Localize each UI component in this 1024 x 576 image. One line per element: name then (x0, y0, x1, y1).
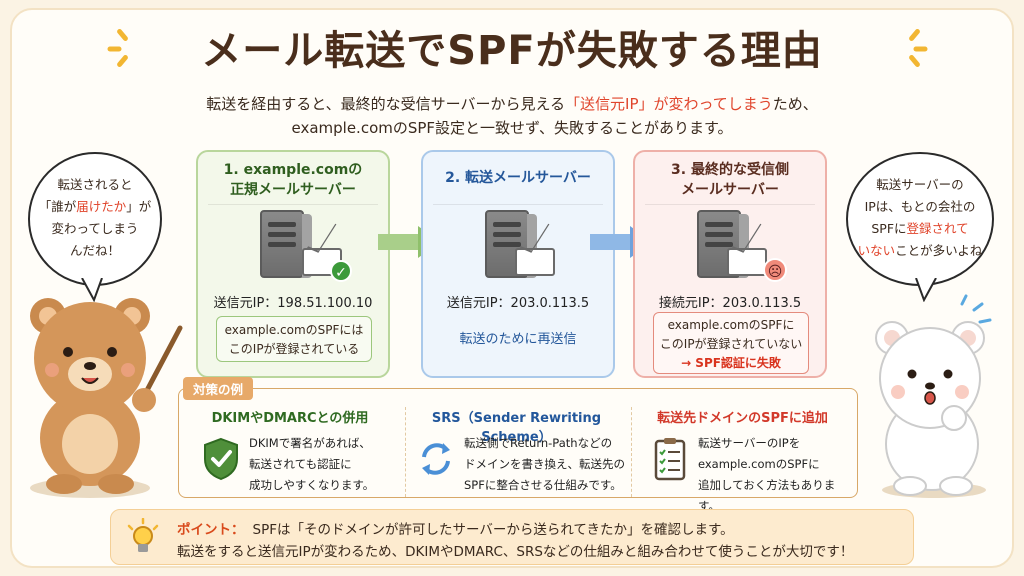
final-ip: 接続元IP：203.0.113.5 (658, 296, 802, 311)
origin-note-line1: example.comのSPFには (224, 323, 364, 337)
countermeasure-line: ドメインを書き換え、転送先の (464, 457, 625, 471)
intro-line1-before: 転送を経由すると、最終的な受信サーバーから見える (206, 95, 566, 113)
origin-card-title: 1. example.comの 正規メールサーバー (198, 160, 388, 200)
forwarder-server-card: 2. 転送メールサーバー 送信元IP：203.0.113.5 転送のために再送信 (421, 150, 615, 378)
origin-server-card: 1. example.comの 正規メールサーバー ✓ 送信元IP：198.51… (196, 150, 390, 378)
bubble-left-line4: んだね！ (69, 243, 120, 258)
countermeasure-line: 転送サーバーのIPを (698, 436, 801, 450)
countermeasure-line: example.comのSPFに (698, 457, 820, 471)
bubble-right-red: 登録されて (906, 221, 969, 236)
bubble-right-line1: 転送サーバーの (876, 177, 964, 192)
countermeasures-panel: 対策の例 DKIMやDMARCとの併用 DKIMで署名があれば、 転送されても認… (178, 377, 858, 513)
check-badge-icon: ✓ (330, 260, 352, 282)
origin-title-line2: 正規メールサーバー (230, 182, 356, 198)
page-title: メール転送でSPFが失敗する理由 (201, 28, 823, 74)
bubble-tail (915, 278, 937, 302)
bubble-left-text: 」が (126, 199, 152, 214)
bubble-right-line4: いないことが多いよね (848, 240, 992, 262)
final-note: example.comのSPFに このIPが登録されていない → SPF認証に失… (653, 312, 809, 374)
bubble-right-red: いない (857, 243, 896, 258)
sad-face-icon: ☹ (763, 258, 787, 282)
refresh-arrows-icon (422, 443, 450, 475)
bubble-left-text: 「誰が (38, 199, 77, 214)
origin-note: example.comのSPFには このIPが登録されている (216, 316, 372, 362)
divider (433, 204, 603, 205)
origin-note-line2: このIPが登録されている (228, 342, 360, 356)
countermeasure-dkim: DKIMやDMARCとの併用 DKIMで署名があれば、 転送されても認証に 成功… (179, 407, 401, 497)
intro-highlight: 「送信元IP」が変わってしまう (565, 95, 773, 113)
intro-text: 転送を経由すると、最終的な受信サーバーから見える「送信元IP」が変わってしまうた… (0, 92, 1024, 140)
white-bear-illustration (875, 294, 992, 498)
divider (208, 204, 378, 205)
bubble-right-line3: SPFに登録されて (848, 218, 992, 240)
origin-title-line1: 1. example.comの (223, 162, 363, 178)
lightbulb-icon (127, 518, 159, 552)
point-box: ポイント： SPFは「そのドメインが許可したサーバーから送られてきたか」を確認しま… (110, 509, 914, 565)
point-label: ポイント： (177, 522, 245, 538)
final-title-line2: メールサーバー (681, 182, 779, 198)
checklist-icon (654, 438, 686, 481)
countermeasure-body: 転送側でReturn-Pathなどの ドメインを書き換え、転送先の SPFに整合… (464, 433, 625, 496)
intro-line2: example.comのSPF設定と一致せず、失敗することがあります。 (291, 119, 733, 137)
countermeasure-title: DKIMやDMARCとの併用 (211, 411, 369, 426)
bubble-right-text: ことが多いよね (895, 243, 983, 258)
countermeasure-line: SPFに整合させる仕組みです。 (464, 478, 622, 492)
bubble-right-text: SPFに (871, 221, 907, 236)
final-title-line1: 3. 最終的な受信側 (671, 162, 789, 178)
intro-line1-after: ため、 (772, 95, 818, 113)
shield-check-icon (204, 437, 238, 481)
countermeasure-spf-add: 転送先ドメインのSPFに追加 転送サーバーのIPを example.comのSP… (631, 407, 853, 513)
countermeasure-line: 成功しやすくなります。 (249, 478, 375, 492)
countermeasures-tag: 対策の例 (183, 377, 254, 400)
point-line1: ポイント： SPFは「そのドメインが許可したサーバーから送られてきたか」を確認しま… (177, 518, 734, 538)
point-text1: SPFは「そのドメインが許可したサーバーから送られてきたか」を確認します。 (252, 522, 734, 538)
bubble-left-line1: 転送されると (57, 177, 133, 192)
bubble-left-red: 届けたか (76, 199, 127, 214)
countermeasure-line: 転送されても認証に (249, 457, 352, 471)
final-server-card: 3. 最終的な受信側 メールサーバー ☹ 接続元IP：203.0.113.5 e… (633, 150, 827, 378)
countermeasure-line: DKIMで署名があれば、 (249, 436, 371, 450)
final-note-line1: example.comのSPFに (667, 318, 795, 332)
forwarder-note: 転送のために再送信 (459, 332, 577, 347)
forwarder-card-title: 2. 転送メールサーバー (445, 170, 591, 186)
countermeasure-body: DKIMで署名があれば、 転送されても認証に 成功しやすくなります。 (249, 433, 374, 496)
countermeasure-srs: SRS（Sender Rewriting Scheme） 転送側でReturn-… (405, 407, 627, 497)
point-line2: 転送をすると送信元IPが変わるため、DKIMやDMARC、SRSなどの仕組みと組… (177, 544, 854, 560)
forwarder-ip: 送信元IP：203.0.113.5 (446, 296, 590, 311)
countermeasure-title: 転送先ドメインのSPFに追加 (657, 411, 828, 426)
speech-bubble-right: 転送サーバーの IPは、もとの会社の SPFに登録されて いないことが多いよね (846, 152, 994, 286)
countermeasure-title: SRS（Sender Rewriting Scheme） (431, 411, 602, 445)
bubble-tail (81, 278, 103, 302)
divider (645, 204, 815, 205)
origin-ip: 送信元IP：198.51.100.10 (213, 296, 373, 311)
countermeasure-body: 転送サーバーのIPを example.comのSPFに 追加しておく方法もありま… (698, 433, 853, 517)
envelope-icon (727, 248, 767, 276)
envelope-icon (515, 248, 555, 276)
speech-bubble-left: 転送されると 「誰が届けたか」が 変わってしまう んだね！ (28, 152, 162, 286)
bubble-right-line2: IPは、もとの会社の (864, 199, 976, 214)
final-note-line2: このIPが登録されていない (659, 337, 803, 351)
bubble-left-line2: 「誰が届けたか」が (30, 196, 160, 218)
bubble-left-line3: 変わってしまう (51, 221, 139, 236)
final-note-fail: → SPF認証に失敗 (681, 356, 781, 370)
brown-bear-illustration (30, 298, 183, 498)
final-card-title: 3. 最終的な受信側 メールサーバー (635, 160, 825, 200)
countermeasure-line: 転送側でReturn-Pathなどの (464, 436, 613, 450)
